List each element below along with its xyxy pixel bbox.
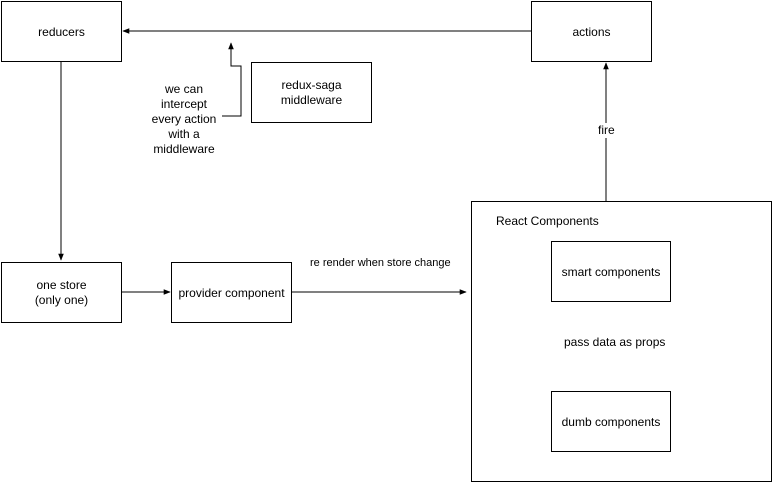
actions-node: actions (531, 1, 652, 62)
react-components-title: React Components (496, 214, 599, 228)
rerender-label: re render when store change (310, 256, 451, 271)
reducers-node: reducers (1, 1, 122, 62)
dumb-components-node: dumb components (551, 391, 671, 452)
intercept-label: we can intercept every action with a mid… (148, 82, 220, 157)
pass-props-label: pass data as props (562, 335, 668, 350)
smart-components-node: smart components (551, 241, 671, 302)
one-store-node: one store (only one) (1, 262, 122, 323)
fire-label: fire (596, 123, 617, 138)
provider-component-node: provider component (171, 262, 292, 323)
redux-saga-middleware-node: redux-saga middleware (251, 62, 372, 123)
edge-intercept-callout (222, 42, 242, 117)
